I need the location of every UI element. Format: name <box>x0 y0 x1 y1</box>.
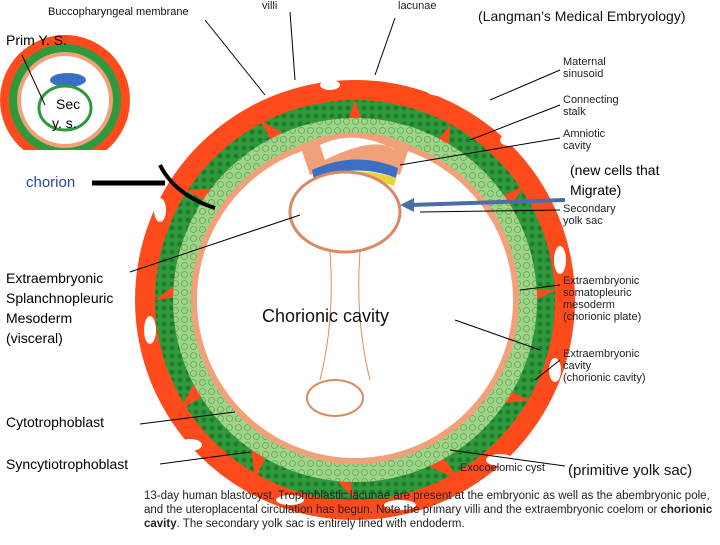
label-new-cells-line1: (new cells that <box>570 162 660 178</box>
label-cavity-line1: Extraembryonic <box>563 348 640 360</box>
label-connecting-stalk: Connecting stalk <box>563 94 619 118</box>
migrate-arrow-shaft <box>409 198 566 207</box>
mesoderm-strands <box>319 251 371 381</box>
label-secondary-yolk-sac: Secondary yolk sac <box>563 203 616 227</box>
label-chorion: chorion <box>26 174 76 191</box>
figure-caption: 13-day human blastocyst. Trophoblastic l… <box>144 489 714 531</box>
label-secondary-yolk-sac-line1: Secondary <box>563 203 616 215</box>
label-connecting-stalk-line1: Connecting <box>563 94 619 106</box>
book-background <box>540 0 720 470</box>
label-extraembryonic-somatopleuric: Extraembryonic somatopleuric mesoderm (c… <box>563 275 641 323</box>
label-somato-line3: mesoderm <box>563 299 615 311</box>
lacunae <box>144 80 566 510</box>
label-new-cells-line2: Migrate) <box>570 182 622 198</box>
label-exocoelomic-cyst: Exocoelomic cyst <box>460 462 545 474</box>
caption-bold: chorionic cavity <box>144 504 713 530</box>
caption-text-2: . The secondary yolk sac is entirely lin… <box>176 518 465 530</box>
label-amniotic-cavity-line2: cavity <box>563 140 592 152</box>
label-chorionic-cavity: Chorionic cavity <box>262 306 390 326</box>
epiblast-layer <box>312 159 398 180</box>
label-maternal-sinusoid-line1: Maternal <box>563 56 606 68</box>
migrate-arrow-head <box>400 198 414 212</box>
label-lacunae: lacunae <box>398 0 437 12</box>
label-syncytiotrophoblast: Syncytiotrophoblast <box>6 456 129 472</box>
label-buccopharyngeal-membrane: Buccopharyngeal membrane <box>48 6 189 18</box>
label-somato-line4: (chorionic plate) <box>563 311 642 323</box>
caption-text-1: 13-day human blastocyst. Trophoblastic l… <box>144 490 710 516</box>
label-cavity-line2: cavity <box>563 360 592 372</box>
label-secondary-yolk-sac-line2: yolk sac <box>563 215 603 227</box>
chorion-arrow-curve <box>158 164 216 210</box>
label-extraembryonic-cavity: Extraembryonic cavity (chorionic cavity) <box>563 348 646 384</box>
label-somato-line1: Extraembryonic <box>563 275 640 287</box>
label-extraembryonic-splanchnopleuric: Extraembryonic Splanchnopleuric Mesoderm… <box>6 268 113 348</box>
label-connecting-stalk-line2: stalk <box>563 106 586 118</box>
label-cavity-line3: (chorionic cavity) <box>563 372 646 384</box>
label-primitive-yolk-sac: (primitive yolk sac) <box>568 462 693 479</box>
secondary-yolk-sac-shape <box>288 170 402 254</box>
label-maternal-sinusoid-line2: sinusoid <box>563 68 604 80</box>
label-sec-ys-1: Sec <box>56 96 81 112</box>
label-cytotrophoblast: Cytotrophoblast <box>6 414 105 430</box>
label-sec-ys-2: y. s. <box>52 115 77 131</box>
label-maternal-sinusoid: Maternal sinusoid <box>563 56 606 80</box>
label-prim-ys: Prim Y. S. <box>6 32 67 48</box>
label-splanch-line1: Extraembryonic <box>6 270 104 286</box>
label-new-cells: (new cells that Migrate) <box>570 160 659 200</box>
amniotic-cavity-shape <box>320 137 395 160</box>
chorionic-cavity-area <box>197 142 513 458</box>
exocoelomic-cyst-shape <box>306 379 364 417</box>
label-amniotic-cavity: Amniotic cavity <box>563 128 605 152</box>
inset-diagram <box>0 35 140 170</box>
label-splanch-line3: Mesoderm <box>6 310 73 326</box>
label-villi: villi <box>262 0 278 12</box>
label-splanch-line4: (visceral) <box>6 330 63 346</box>
label-source: (Langman’s Medical Embryology) <box>478 8 686 24</box>
label-somato-line2: somatopleuric <box>563 287 632 299</box>
label-splanch-line2: Splanchnopleuric <box>6 290 114 306</box>
pointer-lines <box>21 11 566 467</box>
label-amniotic-cavity-line1: Amniotic <box>563 128 606 140</box>
